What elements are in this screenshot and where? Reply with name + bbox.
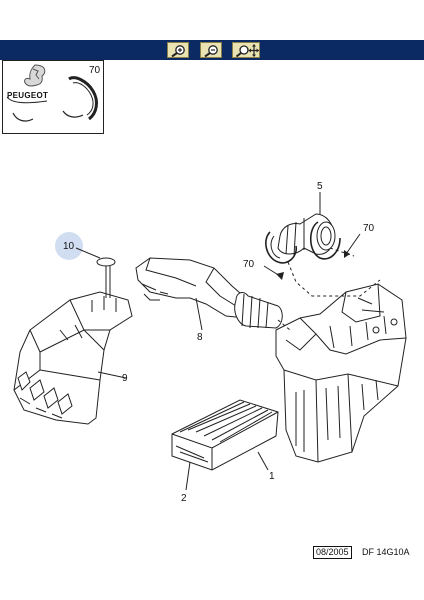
callout-5[interactable]: 5 [317,181,323,192]
toolbar [0,40,424,60]
zoom-out-button[interactable] [200,42,222,58]
callout-1[interactable]: 1 [269,471,275,482]
callout-2[interactable]: 2 [181,493,187,504]
part-upper-duct[interactable] [135,257,283,329]
part-clip[interactable] [96,257,116,298]
callout-70-lower[interactable]: 70 [243,259,255,270]
part-filter-housing[interactable] [275,283,407,463]
callout-70-upper[interactable]: 70 [363,223,375,234]
zoom-out-icon [204,45,218,57]
reference-date: 08/2005 [313,546,352,559]
pan-zoom-icon [235,44,259,57]
brand-name: PEUGEOT [7,91,49,100]
pan-zoom-button[interactable] [232,42,260,58]
part-hose[interactable] [265,213,341,264]
callout-10[interactable]: 10 [63,241,75,252]
reference-code: DF 14G10A [362,547,410,557]
thumbnail-overview[interactable]: PEUGEOT 70 [2,60,104,134]
callout-9[interactable]: 9 [122,373,128,384]
callout-highlight [55,232,83,260]
callout-8[interactable]: 8 [197,332,203,343]
part-intake-duct[interactable] [13,291,133,425]
part-filter-element[interactable] [171,399,279,471]
peugeot-logo-icon [6,64,98,122]
thumbnail-part-label: 70 [89,65,101,76]
zoom-in-button[interactable] [167,42,189,58]
zoom-in-icon [171,45,185,57]
